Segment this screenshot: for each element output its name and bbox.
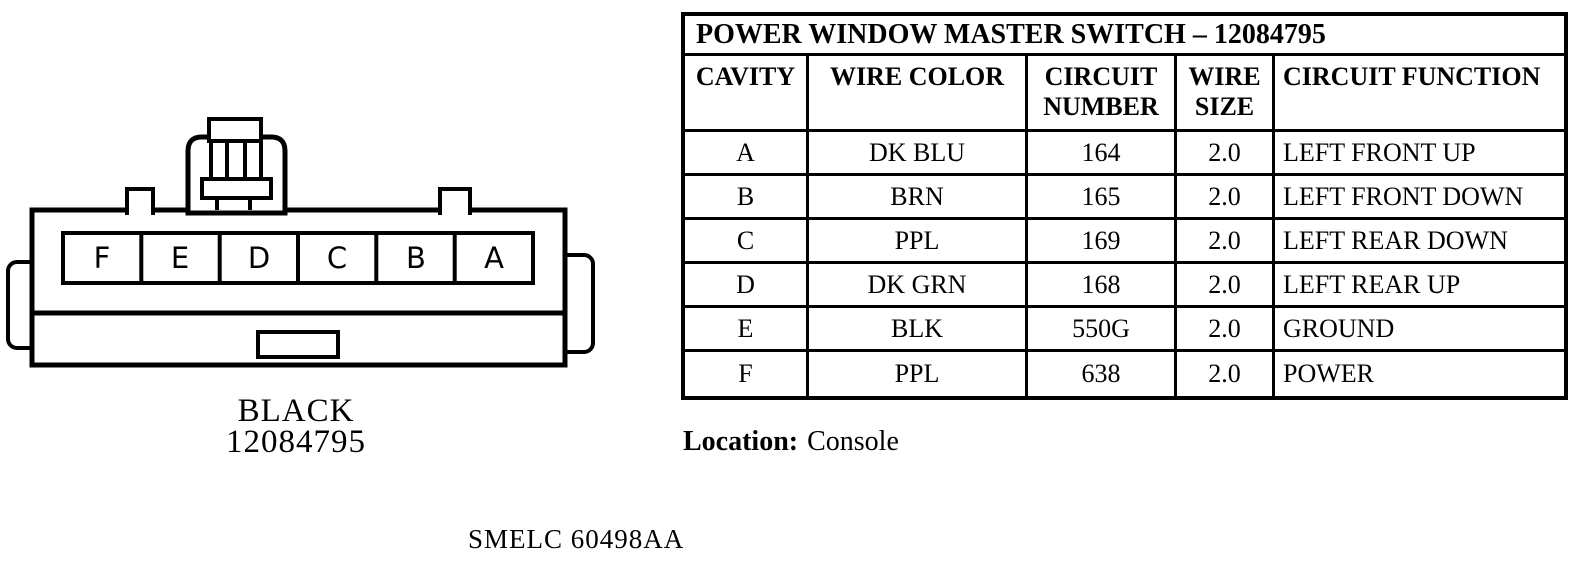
location-value: Console: [807, 426, 899, 457]
cell-cavity: E: [685, 308, 809, 352]
col-header-wire-color: WIRE COLOR: [809, 56, 1028, 132]
cavity-label-b: B: [406, 241, 426, 275]
cell-cavity: C: [685, 220, 809, 264]
location-line: Location: Console: [683, 426, 899, 458]
connector-diagram: F E D C B A: [6, 117, 595, 368]
cell-wire-size: 2.0: [1177, 308, 1275, 352]
cavity-label-f: F: [94, 241, 111, 275]
connector-latch-housing: [185, 134, 288, 216]
connector-caption: BLACK 12084795: [146, 393, 446, 460]
cell-wire-color: PPL: [809, 220, 1028, 264]
cell-wire-color: BRN: [809, 176, 1028, 220]
connector-color-label: BLACK: [237, 393, 355, 429]
col-header-cavity: CAVITY: [685, 56, 809, 132]
cell-circuit-number: 169: [1028, 220, 1177, 264]
cell-circuit-number: 168: [1028, 264, 1177, 308]
cell-circuit-function: LEFT REAR DOWN: [1275, 220, 1564, 264]
cell-circuit-function: LEFT FRONT DOWN: [1275, 176, 1564, 220]
cell-cavity: B: [685, 176, 809, 220]
location-label: Location:: [683, 426, 799, 457]
cell-wire-color: DK BLU: [809, 132, 1028, 176]
col-header-circuit-function: CIRCUIT FUNCTION: [1275, 56, 1564, 132]
cell-wire-size: 2.0: [1177, 220, 1275, 264]
cell-wire-size: 2.0: [1177, 132, 1275, 176]
cavity-label-a: A: [484, 241, 504, 275]
cell-cavity: A: [685, 132, 809, 176]
cavity-dividers: [139, 233, 457, 283]
pinout-table: POWER WINDOW MASTER SWITCH – 12084795 CA…: [681, 12, 1568, 400]
cell-circuit-number: 550G: [1028, 308, 1177, 352]
connector-right-bump: [438, 187, 472, 215]
col-header-wire-size: WIRE SIZE: [1177, 56, 1275, 132]
cell-circuit-number: 164: [1028, 132, 1177, 176]
connector-keyway: [256, 330, 340, 359]
connector-part-number: 12084795: [226, 424, 366, 460]
cell-wire-color: BLK: [809, 308, 1028, 352]
cavity-label-e: E: [171, 241, 189, 275]
connector-latch-tip: [207, 117, 263, 143]
cell-cavity: F: [685, 352, 809, 396]
cell-wire-size: 2.0: [1177, 352, 1275, 396]
connector-left-bump: [125, 187, 155, 215]
connector-latch-stem: [215, 198, 252, 210]
cell-wire-size: 2.0: [1177, 264, 1275, 308]
cell-circuit-function: POWER: [1283, 359, 1374, 388]
cell-wire-color: PPL: [809, 352, 1028, 396]
cell-wire-size: 2.0: [1177, 176, 1275, 220]
document-code: SMELC 60498AA: [468, 524, 685, 554]
cell-circuit-function: LEFT FRONT UP: [1275, 132, 1564, 176]
cell-cavity: D: [685, 264, 809, 308]
col-header-circuit-number: CIRCUIT NUMBER: [1028, 56, 1177, 132]
connector-latch-post-left: [209, 139, 229, 181]
cell-circuit-number: 165: [1028, 176, 1177, 220]
table-title: POWER WINDOW MASTER SWITCH – 12084795: [685, 16, 1564, 56]
cavity-label-d: D: [248, 241, 270, 275]
cell-circuit-function: GROUND: [1275, 308, 1564, 352]
cell-wire-color: DK GRN: [809, 264, 1028, 308]
cell-circuit-number: 638: [1028, 352, 1177, 396]
connector-latch-crossbar: [200, 177, 273, 200]
cell-circuit-function: LEFT REAR UP: [1275, 264, 1564, 308]
connector-latch-post-right: [243, 139, 263, 181]
cavity-label-c: C: [327, 241, 347, 275]
